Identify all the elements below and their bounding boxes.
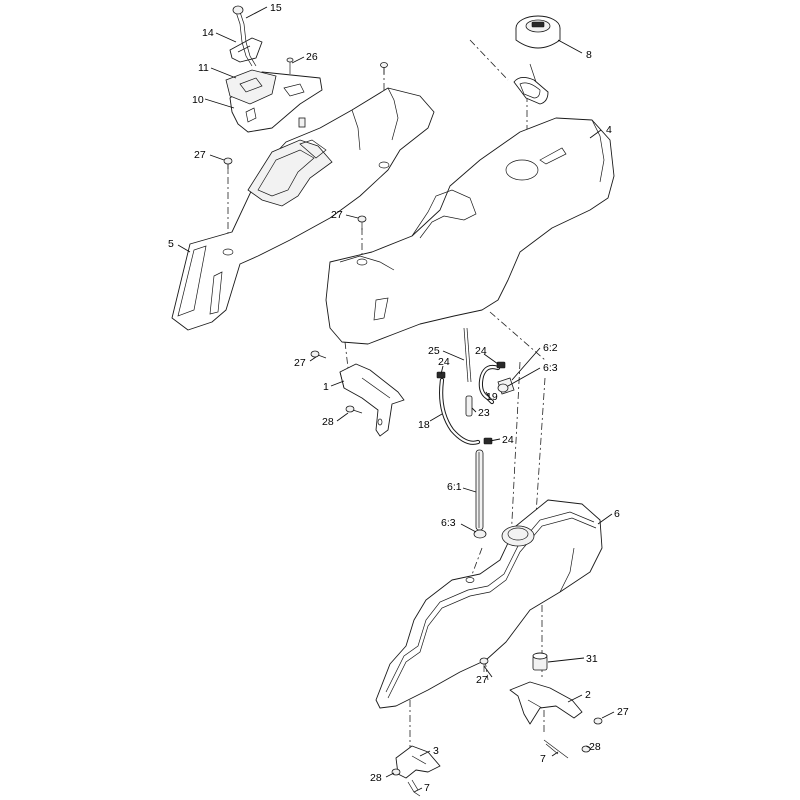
callout-27-middle: 27 — [331, 209, 343, 221]
callout-5: 5 — [168, 238, 174, 250]
part-4-tank-cover — [325, 117, 615, 345]
fuel-line-assembly — [436, 327, 515, 539]
callout-25: 25 — [428, 345, 440, 357]
callout-28-lower-left: 28 — [370, 772, 382, 784]
callout-10: 10 — [192, 94, 204, 106]
screw-27-lower-right — [593, 717, 603, 725]
callout-28-bracket: 28 — [322, 416, 334, 428]
callout-27-lower-left: 27 — [476, 674, 488, 686]
screw-28-lower-left — [391, 768, 401, 776]
bolt-lever-base — [298, 117, 306, 128]
part-1-bracket — [310, 350, 405, 437]
part-31-rubber-mount — [532, 652, 548, 671]
callout-7-right: 7 — [540, 753, 546, 765]
part-8-fuel-cap — [513, 15, 561, 105]
part-6-1-pickup-tube — [475, 449, 484, 531]
callout-23: 23 — [478, 407, 490, 419]
callout-1: 1 — [323, 381, 329, 393]
callout-8: 8 — [586, 49, 592, 61]
callout-6-3-upper: 6:3 — [543, 362, 558, 374]
callout-14: 14 — [202, 27, 214, 39]
callout-18: 18 — [418, 419, 430, 431]
callout-28-lower-right: 28 — [589, 741, 601, 753]
callout-19: 19 — [486, 391, 498, 403]
callout-3: 3 — [433, 745, 439, 757]
callout-6: 6 — [614, 508, 620, 520]
screw-28-bracket — [345, 405, 363, 414]
part-15-shift-lever — [232, 5, 257, 67]
callout-leader-lines — [177, 6, 615, 793]
callout-numbers: 15 14 26 11 10 8 4 27 27 5 27 1 28 25 24… — [168, 2, 629, 794]
part-26-screw — [286, 57, 294, 74]
callout-24-c: 24 — [502, 434, 514, 446]
part-7-strap-right — [543, 739, 569, 759]
part-2-mounting-bracket — [509, 681, 583, 725]
callout-11: 11 — [198, 62, 209, 74]
callout-4: 4 — [606, 124, 612, 136]
gear-lever-assembly — [225, 5, 323, 133]
callout-27-bracket: 27 — [294, 357, 306, 369]
clamp-24-a — [436, 371, 446, 379]
callout-31: 31 — [586, 653, 598, 665]
part-11-shift-gate — [225, 69, 277, 105]
screw-27-lower-left — [479, 657, 489, 672]
part-6-fuel-tank — [375, 499, 603, 709]
callout-15: 15 — [270, 2, 282, 14]
screw-27-middle — [357, 215, 367, 230]
callout-6-3-lower: 6:3 — [441, 517, 456, 529]
clamp-24-b — [496, 361, 506, 369]
part-7-strap-left — [407, 779, 421, 797]
callout-27-lower-right: 27 — [617, 706, 629, 718]
callout-24-b: 24 — [475, 345, 487, 357]
part-5-fender-panel — [171, 87, 435, 331]
screw-27-upper-left — [223, 157, 233, 172]
callout-6-2: 6:2 — [543, 342, 558, 354]
callout-26: 26 — [306, 51, 318, 63]
part-3-lower-bracket — [395, 745, 441, 779]
callout-24-a: 24 — [438, 356, 450, 368]
grommet-6-3-b — [473, 529, 487, 539]
part-25-cable-tie — [463, 327, 469, 383]
part-14-lever-boot — [229, 37, 263, 63]
screw-27-upper-right — [380, 62, 388, 74]
callout-2: 2 — [585, 689, 591, 701]
grommet-6-3-a — [497, 383, 509, 393]
part-23-fuel-filter — [465, 395, 473, 417]
callout-6-1: 6:1 — [447, 481, 462, 493]
callout-7-left: 7 — [424, 782, 430, 794]
callout-27-upper: 27 — [194, 149, 206, 161]
